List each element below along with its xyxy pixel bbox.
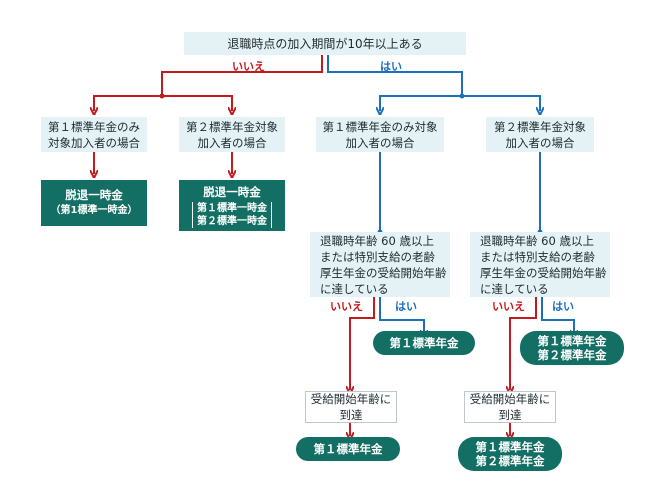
arrow-to-box-b bbox=[162, 95, 232, 111]
label-d-yes: はい bbox=[552, 300, 574, 313]
pension-first-c-final: 第１標準年金 bbox=[296, 437, 400, 461]
age-condition-d: 退職時年齢 60 歳以上 または特別支給の老齢 厚生年金の受給開始年齢 に達して… bbox=[470, 232, 610, 297]
arrow-d-no bbox=[510, 297, 537, 390]
arrow-to-box-d bbox=[462, 95, 540, 111]
arrow-d-yes bbox=[541, 297, 574, 334]
wait-start-age-c: 受給開始年齢に 到達 bbox=[305, 391, 397, 423]
top-question: 退職時点の加入期間が10年以上ある bbox=[184, 32, 466, 55]
top-question-text: 退職時点の加入期間が10年以上ある bbox=[227, 36, 423, 51]
label-top-no: いいえ bbox=[232, 60, 265, 73]
box-first-only: 第１標準年金のみ 対象加入者の場合 bbox=[41, 117, 147, 152]
connector-top-yes bbox=[327, 55, 463, 96]
lumpsum-bracket: 第１標準一時金 第２標準一時金 bbox=[192, 201, 272, 228]
box-first-only-yes: 第１標準年金のみ対象 加入者の場合 bbox=[316, 117, 444, 152]
result-lumpsum-first: 脱退一時金 （第1標準一時金） bbox=[41, 180, 147, 226]
arrow-to-box-c bbox=[380, 95, 462, 111]
label-c-no: いいえ bbox=[330, 300, 363, 313]
arrow-c-yes bbox=[379, 297, 424, 334]
box-second-target-yes: 第２標準年金対象 加入者の場合 bbox=[486, 117, 594, 152]
pension-both-d: 第１標準年金 第２標準年金 bbox=[520, 331, 624, 365]
pension-both-d-final: 第１標準年金 第２標準年金 bbox=[458, 437, 562, 471]
box-second-target: 第２標準年金対象 加入者の場合 bbox=[179, 117, 285, 152]
wait-start-age-d: 受給開始年齢に 到達 bbox=[464, 391, 556, 423]
age-condition-c: 退職時年齢 60 歳以上 または特別支給の老齢 厚生年金の受給開始年齢 に達して… bbox=[310, 232, 450, 297]
pension-first-c: 第１標準年金 bbox=[373, 331, 475, 355]
arrow-to-box-a bbox=[94, 95, 162, 111]
arrow-c-no bbox=[350, 297, 375, 390]
label-c-yes: はい bbox=[395, 300, 417, 313]
label-top-yes: はい bbox=[380, 60, 402, 73]
junction-yes bbox=[459, 93, 465, 99]
label-d-no: いいえ bbox=[492, 300, 525, 313]
connector-top-no bbox=[161, 55, 323, 96]
result-lumpsum-both: 脱退一時金 第１標準一時金 第２標準一時金 bbox=[179, 180, 285, 231]
junction-no bbox=[159, 93, 165, 99]
